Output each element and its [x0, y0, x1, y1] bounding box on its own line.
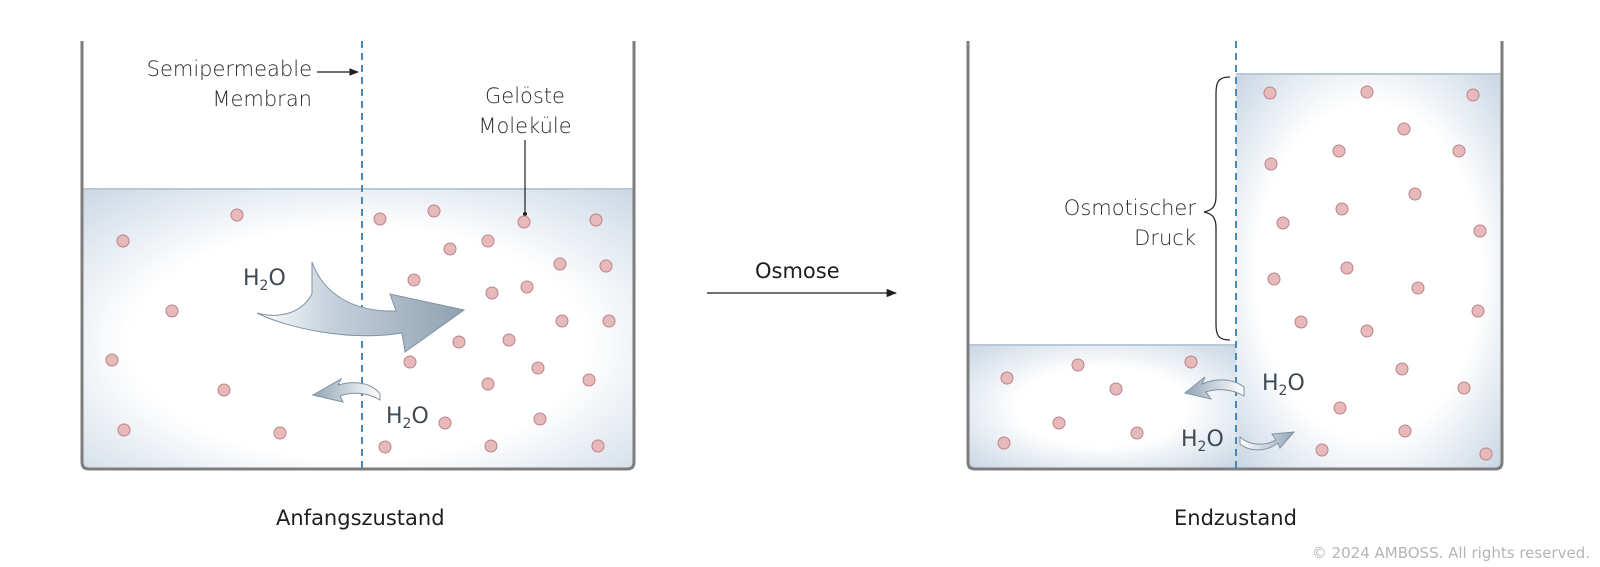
water-flow-arrow-forward	[1239, 431, 1296, 451]
solute-molecule	[116, 234, 130, 248]
solute-molecule	[1395, 362, 1409, 376]
osmosis-label: Osmose	[755, 259, 840, 283]
solute-molecule	[1315, 443, 1329, 457]
solute-molecule	[1000, 371, 1014, 385]
solute-molecule	[1276, 216, 1290, 230]
solute-molecule	[427, 204, 441, 218]
solute-molecule	[520, 280, 534, 294]
solute-molecule	[1457, 381, 1471, 395]
solute-molecule	[438, 416, 452, 430]
solute-molecule	[230, 208, 244, 222]
solute-molecule	[1332, 144, 1346, 158]
solute-molecule	[217, 383, 231, 397]
solute-molecule	[407, 273, 421, 287]
water-flow-arrow-back	[1183, 376, 1245, 400]
solute-molecule	[1109, 382, 1123, 396]
solute-molecule	[1263, 86, 1277, 100]
right-container-wall	[966, 41, 1504, 471]
solute-molecule	[481, 377, 495, 391]
solute-molecule	[378, 440, 392, 454]
left-container-wall	[80, 41, 636, 471]
solute-molecules	[105, 85, 1493, 461]
solute-molecule	[531, 361, 545, 375]
solute-molecule	[273, 426, 287, 440]
water-label-large: H2O	[243, 266, 286, 294]
right-container	[966, 41, 1504, 471]
solute-molecule	[403, 355, 417, 369]
solute-molecule	[502, 333, 516, 347]
solute-molecule	[1408, 187, 1422, 201]
solute-molecule	[1052, 416, 1066, 430]
solute-label: Gelöste Moleküle	[478, 84, 572, 138]
solute-molecule	[1333, 401, 1347, 415]
solute-molecule	[1267, 272, 1281, 286]
solute-molecule	[1473, 224, 1487, 238]
solute-molecule	[1398, 424, 1412, 438]
solute-molecule	[1184, 355, 1198, 369]
solute-molecule	[1071, 358, 1085, 372]
solute-molecule	[1466, 88, 1480, 102]
solute-molecule	[1335, 202, 1349, 216]
solute-molecule	[591, 439, 605, 453]
right-fluid-high	[1236, 74, 1502, 469]
osmotic-pressure-brace	[1203, 76, 1231, 341]
solute-molecule	[1360, 85, 1374, 99]
water-label-forward: H2O	[1181, 427, 1224, 455]
initial-state-caption: Anfangszustand	[276, 506, 445, 530]
final-state-caption: Endzustand	[1174, 506, 1297, 530]
solute-molecule	[1264, 157, 1278, 171]
solute-molecule	[1397, 122, 1411, 136]
solute-molecule	[452, 335, 466, 349]
solute-molecule	[599, 259, 613, 273]
solute-molecule	[555, 314, 569, 328]
solute-molecule	[443, 242, 457, 256]
solute-molecule	[517, 215, 531, 229]
solute-pointer-dot	[523, 212, 527, 216]
solute-molecule	[1452, 144, 1466, 158]
solute-molecule	[481, 234, 495, 248]
solute-molecule	[1479, 447, 1493, 461]
water-flow-arrow-large	[256, 261, 466, 353]
solute-molecule	[1411, 281, 1425, 295]
solute-molecule	[1340, 261, 1354, 275]
solute-molecule	[1294, 315, 1308, 329]
membrane-label: Semipermeable Membran	[146, 57, 312, 111]
osmotic-pressure-label: Osmotischer Druck	[1063, 196, 1196, 250]
solute-molecule	[373, 212, 387, 226]
solute-molecule	[117, 423, 131, 437]
solute-molecule	[589, 213, 603, 227]
solute-molecule	[533, 412, 547, 426]
solute-molecule	[484, 439, 498, 453]
copyright-notice: © 2024 AMBOSS. All rights reserved.	[1311, 544, 1590, 562]
solute-molecule	[165, 304, 179, 318]
solute-molecule	[1130, 426, 1144, 440]
solute-molecule	[553, 257, 567, 271]
solute-molecule	[582, 373, 596, 387]
water-flow-arrow-small-left	[311, 377, 381, 403]
solute-molecule	[1360, 324, 1374, 338]
solute-molecule	[485, 286, 499, 300]
solute-molecule	[1471, 304, 1485, 318]
solute-molecule	[997, 436, 1011, 450]
solute-molecule	[105, 353, 119, 367]
water-label-back: H2O	[1262, 371, 1305, 399]
water-label-small: H2O	[386, 404, 429, 432]
solute-molecule	[602, 314, 616, 328]
